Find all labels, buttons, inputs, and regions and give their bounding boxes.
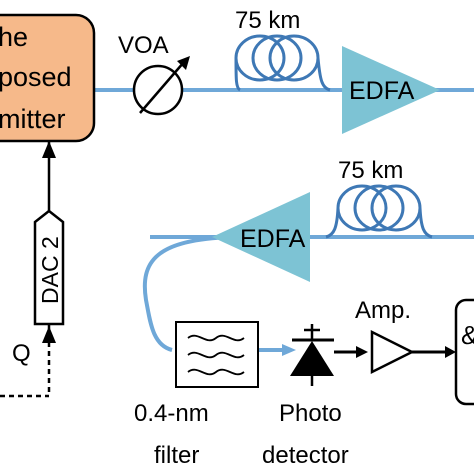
q-input-arrowhead (42, 326, 56, 343)
fiber-spool-bottom: 75 km (325, 157, 433, 239)
filter-wave-2 (187, 351, 245, 359)
edfa-top-triangle (342, 46, 440, 134)
voa-arrow-head (177, 56, 190, 70)
filter-label-line2: filter (154, 442, 199, 469)
electrical-amplifier: Amp. (334, 297, 456, 375)
photodetector: Photo detector (262, 324, 349, 469)
transmitter-label-line2: posed (0, 62, 72, 92)
amp-label: Amp. (355, 297, 411, 324)
receiver-box-label: & (461, 320, 474, 350)
spool-bottom-lead-out (325, 207, 340, 239)
dac-output-arrowhead (42, 141, 56, 158)
transmitter-label-line1: he (0, 22, 28, 52)
fiber-loop (142, 235, 239, 352)
amplifier-triangle (370, 329, 415, 375)
spool-top-coil-2 (251, 34, 303, 82)
span-top-label: 75 km (235, 7, 300, 34)
dac-2-box (33, 209, 65, 326)
spool-bottom-lead-in (418, 207, 433, 239)
pd-to-amp-arrowhead (356, 346, 368, 358)
edfa-bottom: EDFA (212, 192, 310, 282)
voa-arrow-shaft (139, 61, 185, 114)
pd-label-line2: detector (262, 442, 349, 469)
filter-label-line1: 0.4-nm (134, 400, 209, 427)
optical-filter: 0.4-nm filter (134, 321, 259, 469)
edfa-bottom-label: EDFA (240, 225, 306, 253)
amp-to-box-arrowhead (445, 346, 456, 358)
photodiode-symbol (290, 341, 334, 376)
span-bottom-label: 75 km (338, 157, 403, 184)
dac-block: DAC 2 Q (0, 141, 65, 398)
transmitter-block: he posed mitter (0, 13, 96, 143)
edfa-top: EDFA (342, 46, 440, 134)
edfa-top-label: EDFA (349, 77, 415, 105)
fiber-spool-top: 75 km (234, 7, 331, 92)
transmitter-label-line3: mitter (0, 104, 66, 134)
pd-label-line1: Photo (279, 400, 342, 427)
q-label: Q (12, 340, 31, 367)
edfa-bottom-triangle (212, 192, 310, 282)
fiber-arrowhead-to-pd (282, 344, 296, 356)
spool-top-lead-in (234, 57, 241, 92)
voa-label: VOA (118, 32, 169, 59)
spool-top-lead-out (316, 57, 331, 92)
filter-wave-1 (187, 334, 245, 342)
spool-bottom-coil-2 (353, 184, 405, 232)
receiver-box: & (454, 298, 474, 406)
voa: VOA (118, 32, 190, 116)
filter-wave-3 (187, 368, 245, 376)
transmitter-box (0, 13, 96, 143)
dac-2-label: DAC 2 (37, 236, 63, 304)
receiver-box-outline (454, 298, 474, 406)
